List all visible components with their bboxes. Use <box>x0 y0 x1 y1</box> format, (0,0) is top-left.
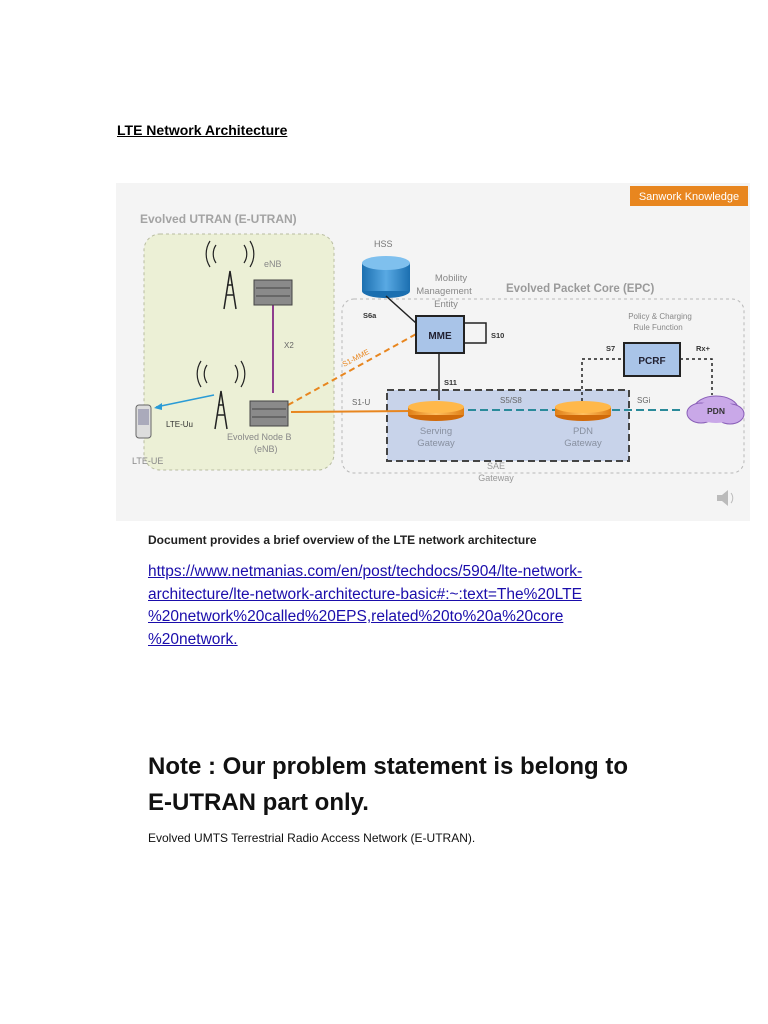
mme-box <box>415 315 465 354</box>
epc-title: Evolved Packet Core (EPC) <box>506 283 654 295</box>
lte-uu-link <box>155 394 215 408</box>
note-statement: Note : Our problem statement is belong t… <box>148 749 708 821</box>
reference-link[interactable]: https://www.netmanias.com/en/post/techdo… <box>148 561 668 651</box>
tower-icon <box>196 360 246 430</box>
link-line: architecture/lte-network-architecture-ba… <box>148 585 582 603</box>
pgw-label-2: Gateway <box>564 438 602 449</box>
s1-u-label: S1-U <box>352 398 370 407</box>
lte-uu-label: LTE-Uu <box>166 420 193 429</box>
pcrf-text: PCRF <box>638 356 665 367</box>
s1-u-link <box>290 410 413 413</box>
sgw-label-1: Serving <box>420 426 452 437</box>
pdn-label: PDN <box>707 406 725 416</box>
link-line: https://www.netmanias.com/en/post/techdo… <box>148 563 583 580</box>
arrow-icon <box>154 403 162 410</box>
s6a-label: S6a <box>363 311 377 320</box>
speaker-icon <box>717 490 734 506</box>
s7-label: S7 <box>606 344 615 353</box>
evolved-node-b-label-1: Evolved Node B <box>227 432 292 442</box>
note-line: E-UTRAN part only. <box>148 789 369 816</box>
sgw-top <box>408 401 464 413</box>
s6a-link <box>385 295 417 324</box>
s1-mme-label: S1-MME <box>341 347 371 369</box>
rx-label: Rx+ <box>696 344 711 353</box>
pgw-label-1: PDN <box>573 426 593 437</box>
tower-icon <box>205 240 255 310</box>
evolved-node-b-label-2: (eNB) <box>254 444 278 454</box>
epc-region <box>341 298 745 474</box>
mme-label-1: Mobility <box>435 273 467 284</box>
s7-link <box>581 358 624 401</box>
s5s8-label: S5/S8 <box>500 396 522 405</box>
sae-label-2: Gateway <box>478 473 514 483</box>
sgw-label-2: Gateway <box>417 438 455 449</box>
x2-label: X2 <box>284 341 294 350</box>
mme-label-3: Entity <box>434 299 458 310</box>
pdn-cloud <box>686 395 745 425</box>
mme-text: MME <box>428 331 452 342</box>
enb-server-icon <box>249 400 289 427</box>
sgi-label: SGi <box>637 396 651 405</box>
s11-label: S11 <box>444 378 457 387</box>
brand-tag <box>630 186 748 206</box>
link-line: %20network. <box>148 630 238 648</box>
hss-db-top <box>362 256 410 270</box>
lte-ue-label: LTE-UE <box>132 456 163 466</box>
diagram-svg: Sanwork Knowledge Evolved UTRAN (E-UTRAN… <box>132 186 748 506</box>
pcrf-box <box>623 342 681 377</box>
brand-label: Sanwork Knowledge <box>639 191 739 203</box>
pgw-top <box>555 401 611 413</box>
s10-loop <box>464 322 487 344</box>
link-line: %20network%20called%20EPS,related%20to%2… <box>148 608 564 625</box>
diagram-caption: Document provides a brief overview of th… <box>148 533 537 547</box>
note-line: Note : Our problem statement is belong t… <box>148 753 629 780</box>
pcrf-label-2: Rule Function <box>633 323 682 332</box>
eutran-title: Evolved UTRAN (E-UTRAN) <box>140 212 297 226</box>
s1-mme-link <box>287 332 419 406</box>
eutran-definition: Evolved UMTS Terrestrial Radio Access Ne… <box>148 831 476 845</box>
mme-label-2: Management <box>416 286 472 297</box>
phone-screen <box>138 409 149 425</box>
sae-label-1: SAE <box>487 461 505 471</box>
enb-label: eNB <box>264 259 282 269</box>
s10-label: S10 <box>491 331 504 340</box>
lte-architecture-diagram: Sanwork Knowledge Evolved UTRAN (E-UTRAN… <box>116 183 750 521</box>
pcrf-label-1: Policy & Charging <box>628 312 692 321</box>
rx-link <box>680 358 713 395</box>
document-heading: LTE Network Architecture <box>117 122 288 138</box>
hss-label: HSS <box>374 239 393 249</box>
enb-server-icon <box>253 279 293 306</box>
